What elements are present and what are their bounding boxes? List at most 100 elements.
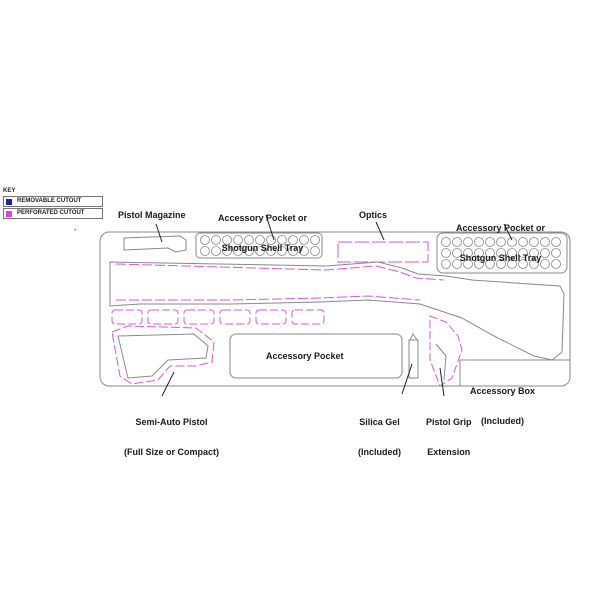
right-tray-shell-hole [441,237,451,247]
left-tray-shell-hole [255,235,265,245]
left-tray-shell-hole [233,246,243,256]
right-tray-shell-hole [507,248,517,258]
right-tray-shell-hole [496,248,506,258]
foam-outline [99,231,571,387]
label-accessory-pocket-right-line2: Shotgun Shell Tray [459,253,542,263]
right-tray-shell-hole [474,248,484,258]
leader-shell-tray-left [265,214,275,241]
right-tray-shell-hole [452,248,462,258]
right-tray-shell-hole [529,237,539,247]
right-tray-shell-hole [463,248,473,258]
perforated-block-1 [111,309,143,325]
perforated-block-6 [291,309,325,325]
right-tray-shell-hole [452,259,462,269]
right-tray-shell-hole [507,237,517,247]
left-tray-shell-hole [255,246,265,256]
label-accessory-pocket-left-line2: Shotgun Shell Tray [221,243,304,253]
left-tray-shell-hole [266,235,276,245]
right-tray-shell-hole [441,248,451,258]
legend-item-removable: REMOVABLE CUTOUT [3,196,103,207]
label-optics: Optics [359,210,388,220]
perforated-block-2 [147,309,179,325]
right-tray-shell-hole [540,259,550,269]
legend-title: KEY [3,188,16,194]
right-tray-shell-hole [496,237,506,247]
left-tray-shell-hole [211,235,221,245]
label-accessory-pocket-right-line1: Accessory Pocket or [456,223,546,233]
label-silica-gel: Silica Gel (Included) [358,397,401,467]
right-tray-shell-hole [496,259,506,269]
right-tray-shell-hole [474,259,484,269]
left-tray-shell-hole [310,235,320,245]
right-tray-shell-hole [518,248,528,258]
right-tray-shell-hole [540,248,550,258]
perforated-block-3 [183,309,215,325]
leader-semi-auto [161,371,175,397]
pistol-grip-inner [435,343,447,381]
right-tray-shell-hole [474,237,484,247]
label-accessory-pocket-right: Accessory Pocket or Shotgun Shell Tray [456,203,545,273]
pistol-grip-extension-cutout [429,315,463,387]
left-tray-shell-hole [233,235,243,245]
left-tray-shell-hole [277,246,287,256]
right-tray-shell-hole [551,248,561,258]
pistol-magazine-cutout [123,235,187,253]
perforated-block-4 [219,309,251,325]
right-tray-shell-hole [463,259,473,269]
stray-mark: * [74,229,77,235]
perforated-block-5 [255,309,287,325]
leader-lines [155,214,513,397]
left-tray-shell-hole [288,235,298,245]
removable-swatch [6,199,12,205]
left-tray-shell-hole [299,235,309,245]
right-tray-shell-hole [452,237,462,247]
right-tray-shell-hole [507,259,517,269]
label-pistol-grip-line1: Pistol Grip [426,417,472,427]
label-accessory-box-line2: (Included) [481,416,525,426]
leader-pistol-grip [439,367,445,397]
label-pistol-magazine: Pistol Magazine [118,210,186,220]
left-tray-shell-hole [244,235,254,245]
right-tray-shell-hole [540,237,550,247]
label-accessory-box-line1: Accessory Box [470,386,536,396]
shell-tray-left [195,232,323,259]
optics-cutout [337,241,429,263]
left-tray-shell-hole [222,246,232,256]
leader-optics [375,221,385,241]
label-semi-auto-pistol: Semi-Auto Pistol (Full Size or Compact) [124,397,219,467]
label-accessory-pocket-center: Accessory Pocket [266,351,344,361]
legend-item-perforated: PERFORATED CUTOUT [3,208,103,219]
right-tray-shell-hole [551,237,561,247]
label-accessory-pocket-left-line1: Accessory Pocket or [218,213,308,223]
shell-tray-left-border [195,232,323,259]
left-tray-shell-hole [310,246,320,256]
label-accessory-box: Accessory Box (Included) [470,366,535,436]
right-tray-shell-hole [529,259,539,269]
label-semi-auto-pistol-line2: (Full Size or Compact) [124,447,220,457]
legend-label-perforated: PERFORATED CUTOUT [17,210,85,216]
left-tray-shell-hole [222,235,232,245]
right-tray-shell-hole [463,237,473,247]
right-tray-shell-hole [529,248,539,258]
label-semi-auto-pistol-line1: Semi-Auto Pistol [135,417,208,427]
semi-auto-pistol-inner [117,333,209,379]
legend-label-removable: REMOVABLE CUTOUT [17,198,82,204]
left-tray-shell-hole [299,246,309,256]
silica-gel-cutout [408,339,419,379]
right-tray-shell-hole [485,259,495,269]
silica-gel-tab [409,333,418,341]
right-tray-shell-hole [441,259,451,269]
right-tray-shell-hole [551,259,561,269]
shell-tray-right-border [436,232,568,274]
label-silica-gel-line2: (Included) [358,447,401,457]
label-accessory-pocket-left: Accessory Pocket or Shotgun Shell Tray [218,193,307,263]
left-tray-shell-hole [277,235,287,245]
label-silica-gel-line1: Silica Gel [359,417,400,427]
left-tray-shell-hole [266,246,276,256]
left-tray-shell-hole [244,246,254,256]
accessory-box-cutout [459,359,570,386]
right-tray-shell-hole [518,237,528,247]
shotgun-perforated-outline [115,263,445,301]
left-tray-shell-hole [200,246,210,256]
